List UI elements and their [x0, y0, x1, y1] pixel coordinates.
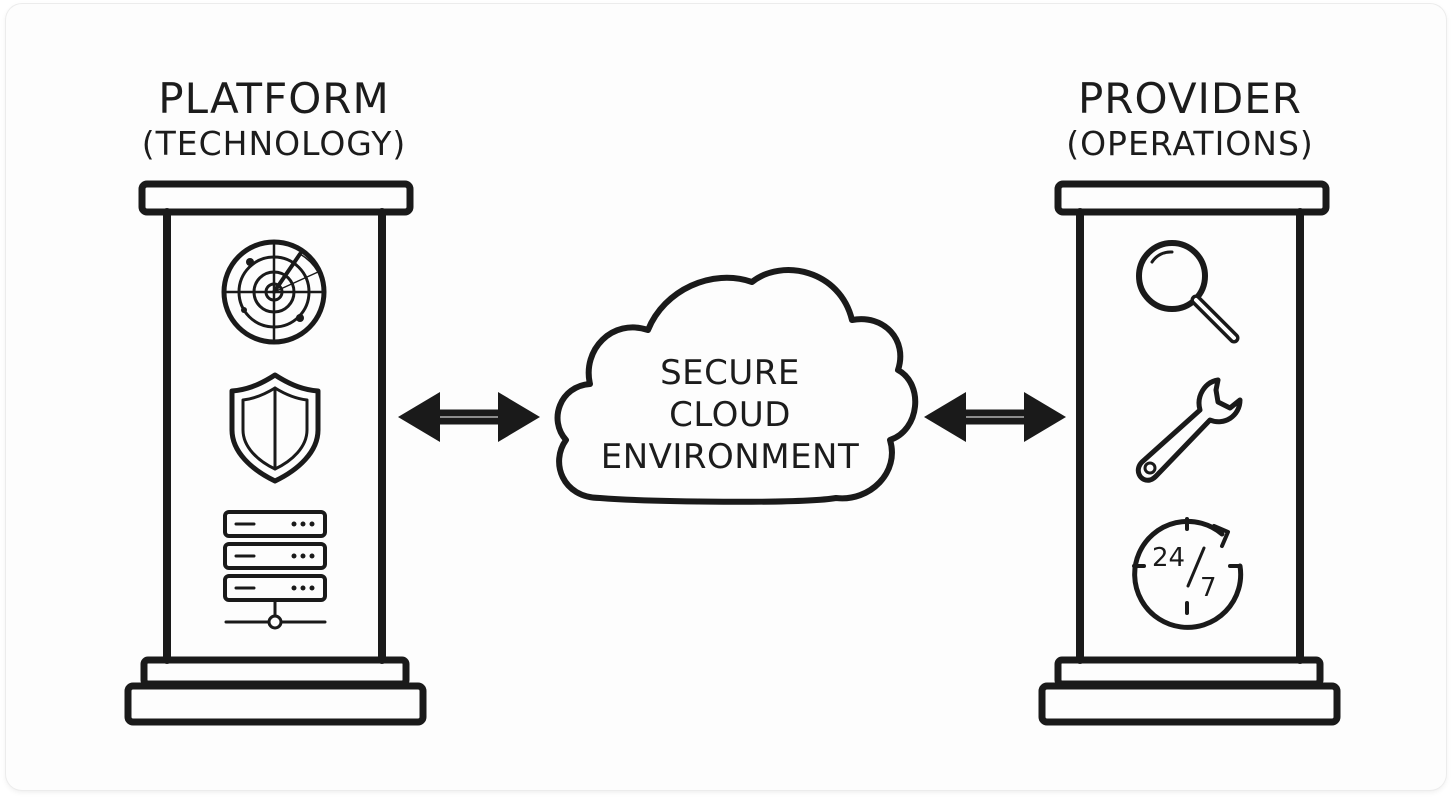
- clock-24-7-icon: 24 7: [1132, 517, 1244, 630]
- shield-icon: [229, 372, 321, 484]
- clock-label-7: 7: [1200, 573, 1217, 603]
- cloud-label-line1: SECURE: [660, 353, 800, 393]
- right-pillar: [1038, 180, 1341, 726]
- provider-subtitle: (OPERATIONS): [1066, 124, 1314, 163]
- right-double-arrow: [924, 392, 1066, 442]
- cloud-label: SECURE CLOUD ENVIRONMENT: [560, 352, 900, 478]
- platform-title: PLATFORM: [158, 74, 390, 123]
- left-pillar: [124, 180, 427, 726]
- wrench-icon: [1135, 377, 1243, 483]
- clock-label-24: 24: [1152, 543, 1185, 573]
- cloud-label-line3: ENVIRONMENT: [600, 437, 860, 477]
- radar-icon: [221, 239, 327, 345]
- left-double-arrow: [398, 392, 540, 442]
- platform-subtitle: (TECHNOLOGY): [141, 124, 407, 163]
- cloud-label-line2: CLOUD: [669, 395, 791, 435]
- provider-title: PROVIDER: [1077, 74, 1302, 123]
- cloud-shape: [554, 267, 919, 505]
- server-stack-icon: [223, 510, 327, 630]
- magnifier-icon: [1136, 240, 1240, 344]
